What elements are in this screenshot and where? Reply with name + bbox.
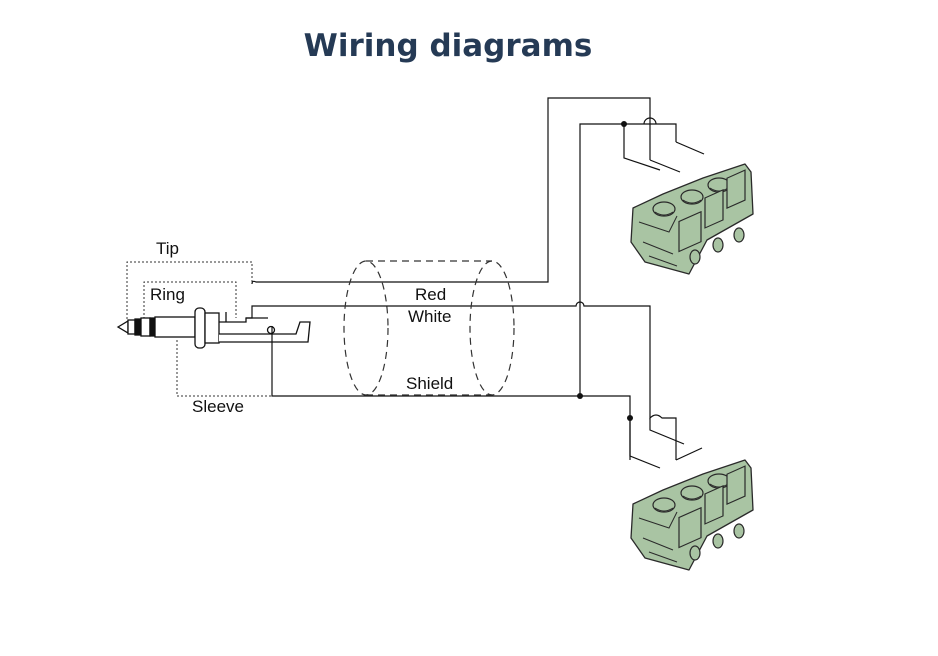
page-title: Wiring diagrams <box>303 28 593 64</box>
leader-lines <box>126 261 272 397</box>
cable-shield <box>343 260 515 396</box>
ring-label: Ring <box>150 285 185 304</box>
white-wire-label: White <box>408 307 451 326</box>
audio-plug <box>116 307 311 349</box>
terminal-block-bottom <box>630 459 754 571</box>
wires <box>246 97 705 469</box>
tip-label: Tip <box>156 239 179 258</box>
sleeve-label: Sleeve <box>192 397 244 416</box>
terminal-block-top <box>630 163 754 275</box>
junction-dots <box>577 121 633 421</box>
red-wire-label: Red <box>415 285 446 304</box>
shield-label: Shield <box>406 374 453 393</box>
